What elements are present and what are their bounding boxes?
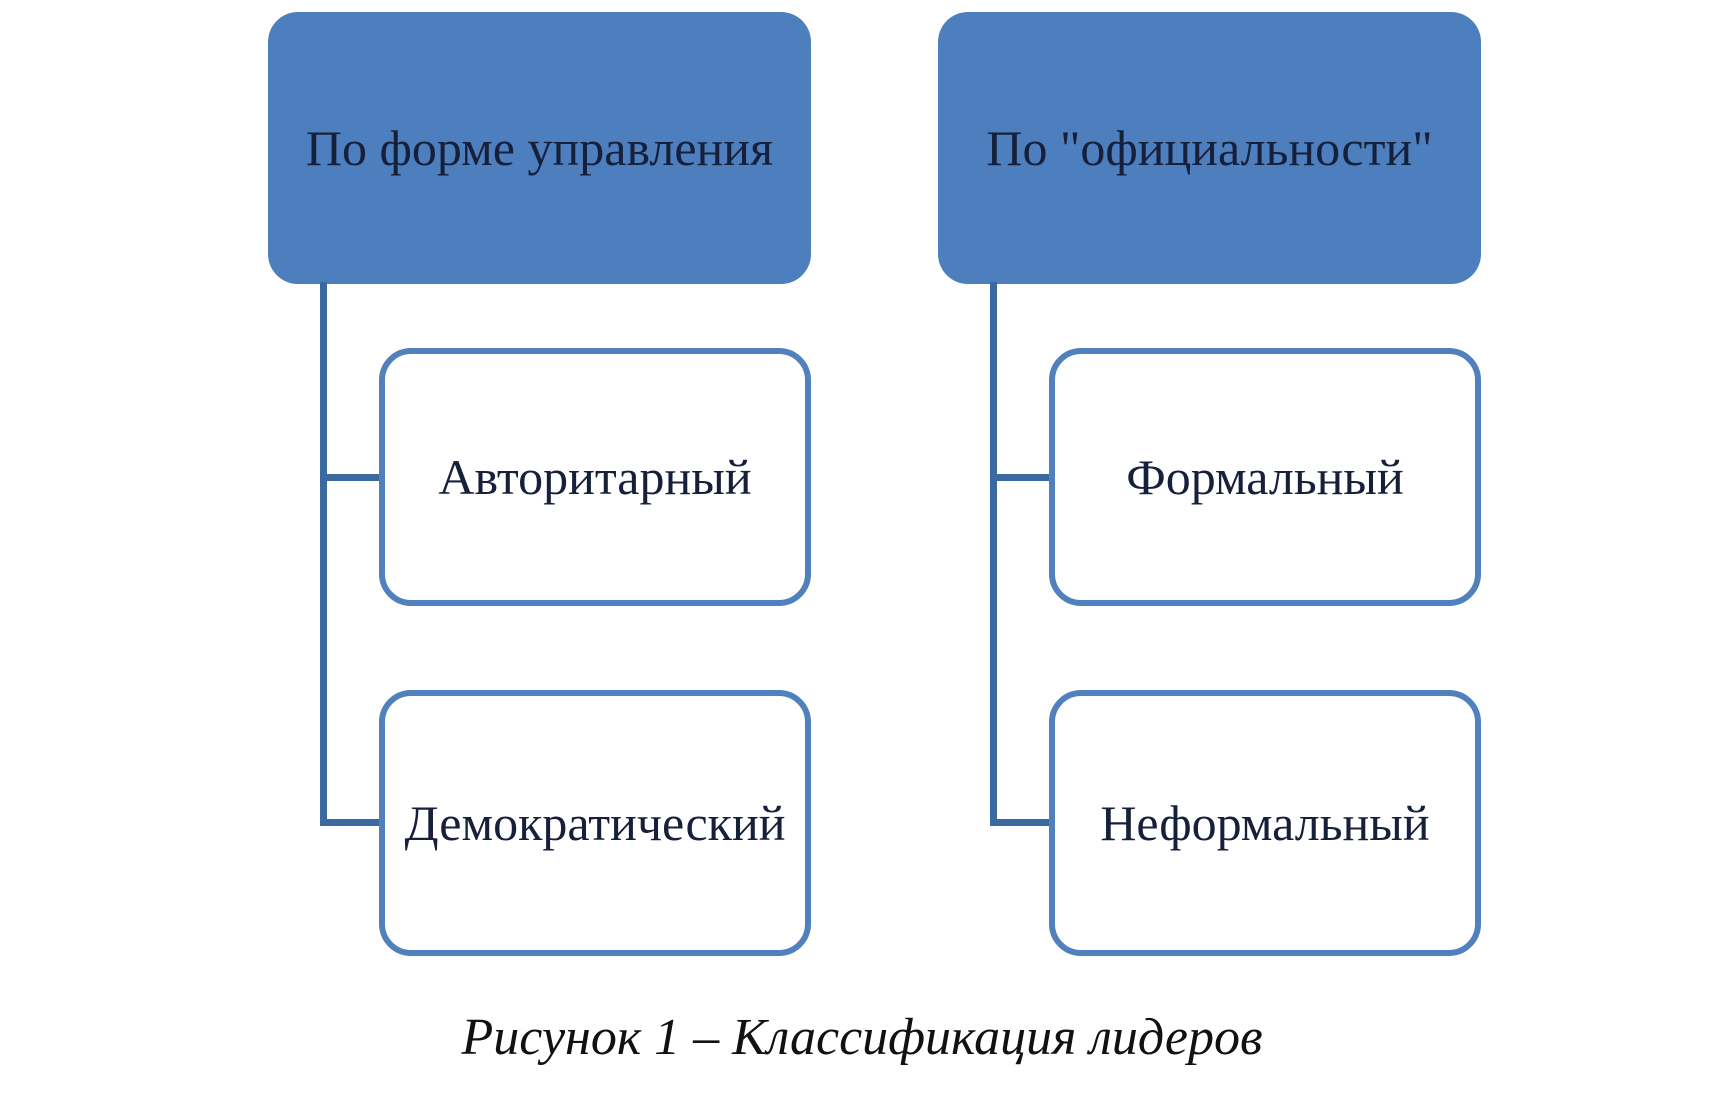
connector-stub: [320, 474, 382, 481]
connector-stub: [320, 819, 382, 826]
node-formal: Формальный: [1049, 348, 1481, 606]
node-form-of-management: По форме управления: [268, 12, 811, 284]
figure-caption: Рисунок 1 – Классификация лидеров: [461, 1009, 1263, 1066]
node-authoritarian-label: Авторитарный: [438, 448, 752, 505]
node-democratic: Демократический: [379, 690, 811, 956]
connector-vertical-line: [990, 282, 997, 826]
node-officiality: По "официальности": [938, 12, 1481, 284]
node-officiality-label: По "официальности": [986, 119, 1433, 176]
node-informal-label: Неформальный: [1100, 794, 1430, 851]
connector-vertical-line: [320, 282, 327, 826]
connector-stub: [990, 819, 1052, 826]
node-formal-label: Формальный: [1126, 448, 1404, 505]
node-democratic-label: Демократический: [404, 794, 786, 851]
node-form-of-management-label: По форме управления: [305, 119, 774, 176]
node-informal: Неформальный: [1049, 690, 1481, 956]
tree-officiality: По "официальности" Формальный Неформальн…: [938, 0, 1483, 960]
node-authoritarian: Авторитарный: [379, 348, 811, 606]
tree-form-of-management: По форме управления Авторитарный Демокра…: [268, 0, 813, 960]
connector-stub: [990, 474, 1052, 481]
